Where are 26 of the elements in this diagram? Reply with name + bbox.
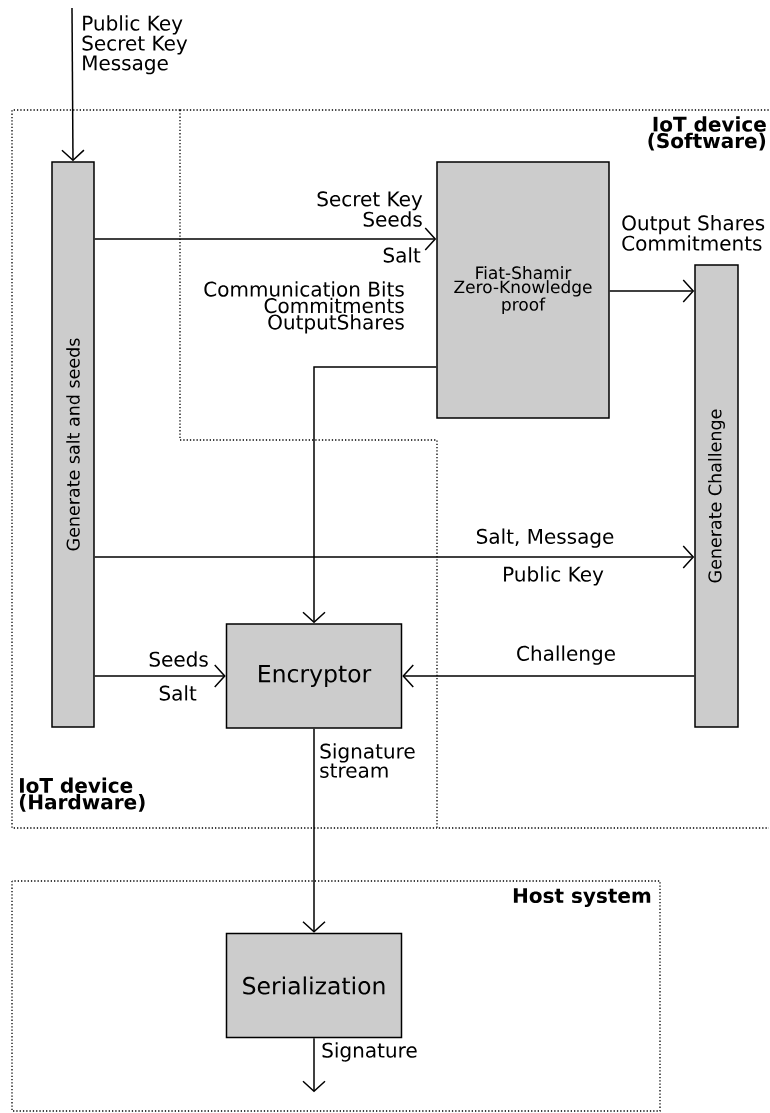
edge-label: Output Shares Commitments bbox=[622, 214, 765, 251]
text-label: Salt bbox=[383, 247, 421, 263]
text-label: Public Key bbox=[504, 566, 604, 586]
process-box: Encryptor bbox=[225, 623, 403, 729]
arrow bbox=[94, 227, 437, 251]
edge-label: Communication Bits Commitments OutputShares bbox=[204, 281, 404, 334]
arrow bbox=[609, 279, 695, 303]
edge-label: Secret Key Seeds bbox=[317, 191, 423, 227]
arrow bbox=[302, 1037, 326, 1093]
edge-label: Salt, Message bbox=[476, 528, 614, 548]
arrow bbox=[61, 7, 85, 162]
text-label: Salt bbox=[159, 685, 197, 701]
arrow bbox=[94, 545, 695, 569]
edge-label: Seeds bbox=[149, 651, 208, 667]
edge-label: Signature stream bbox=[320, 743, 415, 778]
edge-label: Challenge bbox=[517, 645, 615, 665]
arrow bbox=[302, 366, 437, 624]
edge-label: Signature bbox=[322, 1042, 417, 1062]
process-box: Fiat-Shamir Zero-Knowledge proof bbox=[436, 161, 610, 419]
vertical-process-bar: Generate Challenge bbox=[694, 264, 739, 728]
edge-label: Public Key Secret Key Message bbox=[82, 15, 188, 75]
vertical-process-bar: Generate salt and seeds bbox=[51, 161, 95, 728]
arrow bbox=[402, 664, 695, 688]
arrow bbox=[94, 664, 226, 688]
process-box: Serialization bbox=[225, 932, 403, 1039]
arrow bbox=[302, 728, 326, 933]
